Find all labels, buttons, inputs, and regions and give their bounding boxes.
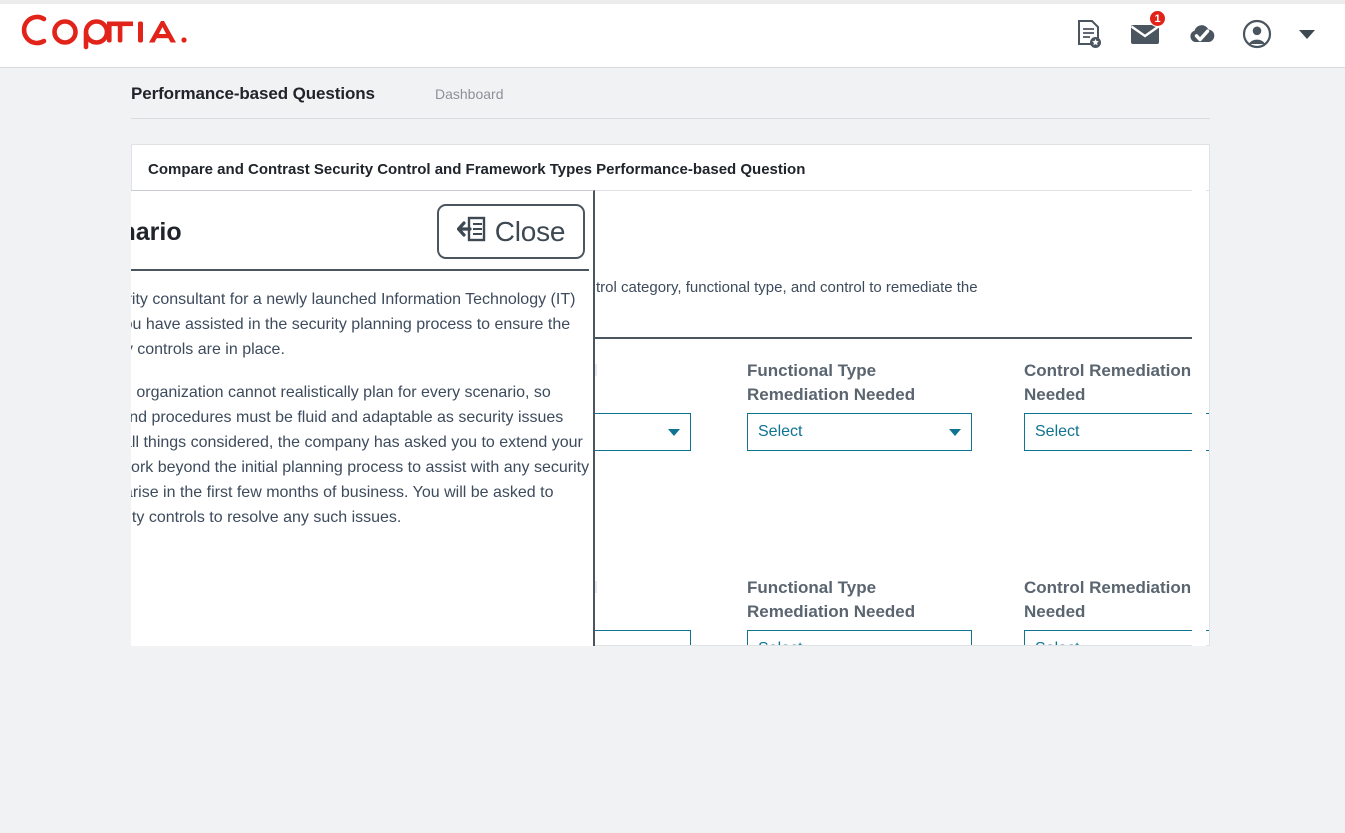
- message-count-badge: 1: [1149, 10, 1166, 27]
- select-functional-type-2[interactable]: Select: [747, 630, 972, 646]
- chevron-down-icon: [668, 429, 680, 436]
- top-bar: 1: [0, 0, 1345, 68]
- scenario-modal-close-button[interactable]: Close: [437, 204, 585, 259]
- scenario-modal-divider: [131, 269, 589, 271]
- select-control-remediation-2[interactable]: Select: [1024, 630, 1210, 646]
- breadcrumb-dashboard[interactable]: Dashboard: [435, 86, 504, 102]
- select-functional-type-1-value: Select: [758, 423, 949, 441]
- column-header-functional-type-1: Functional Type Remediation Needed: [747, 359, 962, 407]
- column-header-control-remediation-1: Control Remediation Needed: [1024, 359, 1210, 407]
- column-header-functional-type-2: Functional Type Remediation Needed: [747, 576, 962, 624]
- scenario-paragraph-1: As the security consultant for a newly l…: [131, 287, 591, 362]
- envelope-icon[interactable]: 1: [1129, 16, 1161, 52]
- column-header-control-remediation-2: Control Remediation Needed: [1024, 576, 1210, 624]
- page-title: Performance-based Questions: [131, 84, 375, 104]
- content-scrollbar-track[interactable]: [1192, 188, 1206, 646]
- exit-arrow-icon: [457, 215, 487, 248]
- select-control-remediation-1[interactable]: Select: [1024, 413, 1210, 451]
- select-control-remediation-2-value: Select: [1035, 640, 1210, 646]
- topbar-icon-group: 1: [1073, 16, 1315, 52]
- question-prompt-text: trol category, functional type, and cont…: [596, 279, 978, 296]
- select-functional-type-2-value: Select: [758, 640, 949, 646]
- window-hairline: [0, 0, 1345, 4]
- account-chevron-down-icon[interactable]: [1299, 30, 1315, 39]
- select-control-remediation-1-value: Select: [1035, 423, 1210, 441]
- scenario-modal-close-label: Close: [495, 216, 566, 248]
- select-functional-type-1[interactable]: Select: [747, 413, 972, 451]
- comptia-logo[interactable]: [12, 8, 212, 52]
- cloud-check-icon[interactable]: [1185, 16, 1217, 52]
- header-divider: [131, 118, 1210, 119]
- scenario-paragraph-2: However, an organization cannot realisti…: [131, 380, 591, 530]
- scenario-modal-heading: Scenario: [131, 218, 182, 247]
- document-star-icon[interactable]: [1073, 16, 1105, 52]
- question-card-title: Compare and Contrast Security Control an…: [148, 161, 805, 178]
- chevron-down-icon: [949, 429, 961, 436]
- scenario-modal: Scenario Close As the security consultan…: [131, 190, 595, 646]
- user-avatar-icon[interactable]: [1241, 16, 1273, 52]
- scenario-modal-body: As the security consultant for a newly l…: [131, 287, 591, 548]
